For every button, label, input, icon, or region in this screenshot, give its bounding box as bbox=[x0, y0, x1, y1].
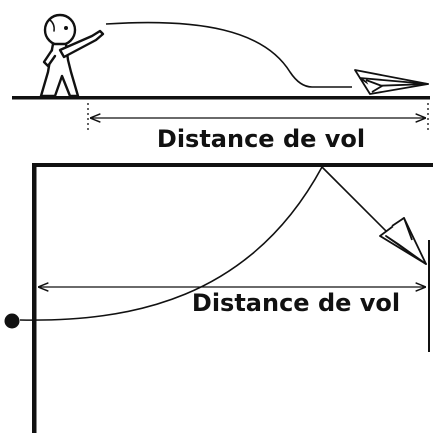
flight-path-top bbox=[105, 21, 352, 88]
thrower-arm bbox=[58, 29, 105, 59]
distance-measure-top bbox=[87, 103, 429, 132]
distance-label-top: Distance de vol bbox=[157, 125, 365, 153]
room-walls bbox=[32, 163, 433, 433]
left-wall bbox=[32, 163, 37, 433]
flight-path-bottom bbox=[19, 166, 323, 321]
thrower-body bbox=[39, 42, 80, 98]
top-scene: Distance de vol bbox=[12, 13, 430, 153]
thrower-figure bbox=[39, 13, 105, 98]
launch-point bbox=[4, 313, 20, 329]
right-wall bbox=[428, 240, 430, 352]
ceiling-wall bbox=[32, 163, 433, 167]
bottom-scene: Distance de vol bbox=[4, 163, 433, 433]
paper-plane-top bbox=[354, 69, 429, 95]
distance-label-bottom: Distance de vol bbox=[192, 289, 400, 317]
paper-plane-bottom bbox=[379, 217, 427, 265]
ground-line bbox=[12, 96, 430, 100]
